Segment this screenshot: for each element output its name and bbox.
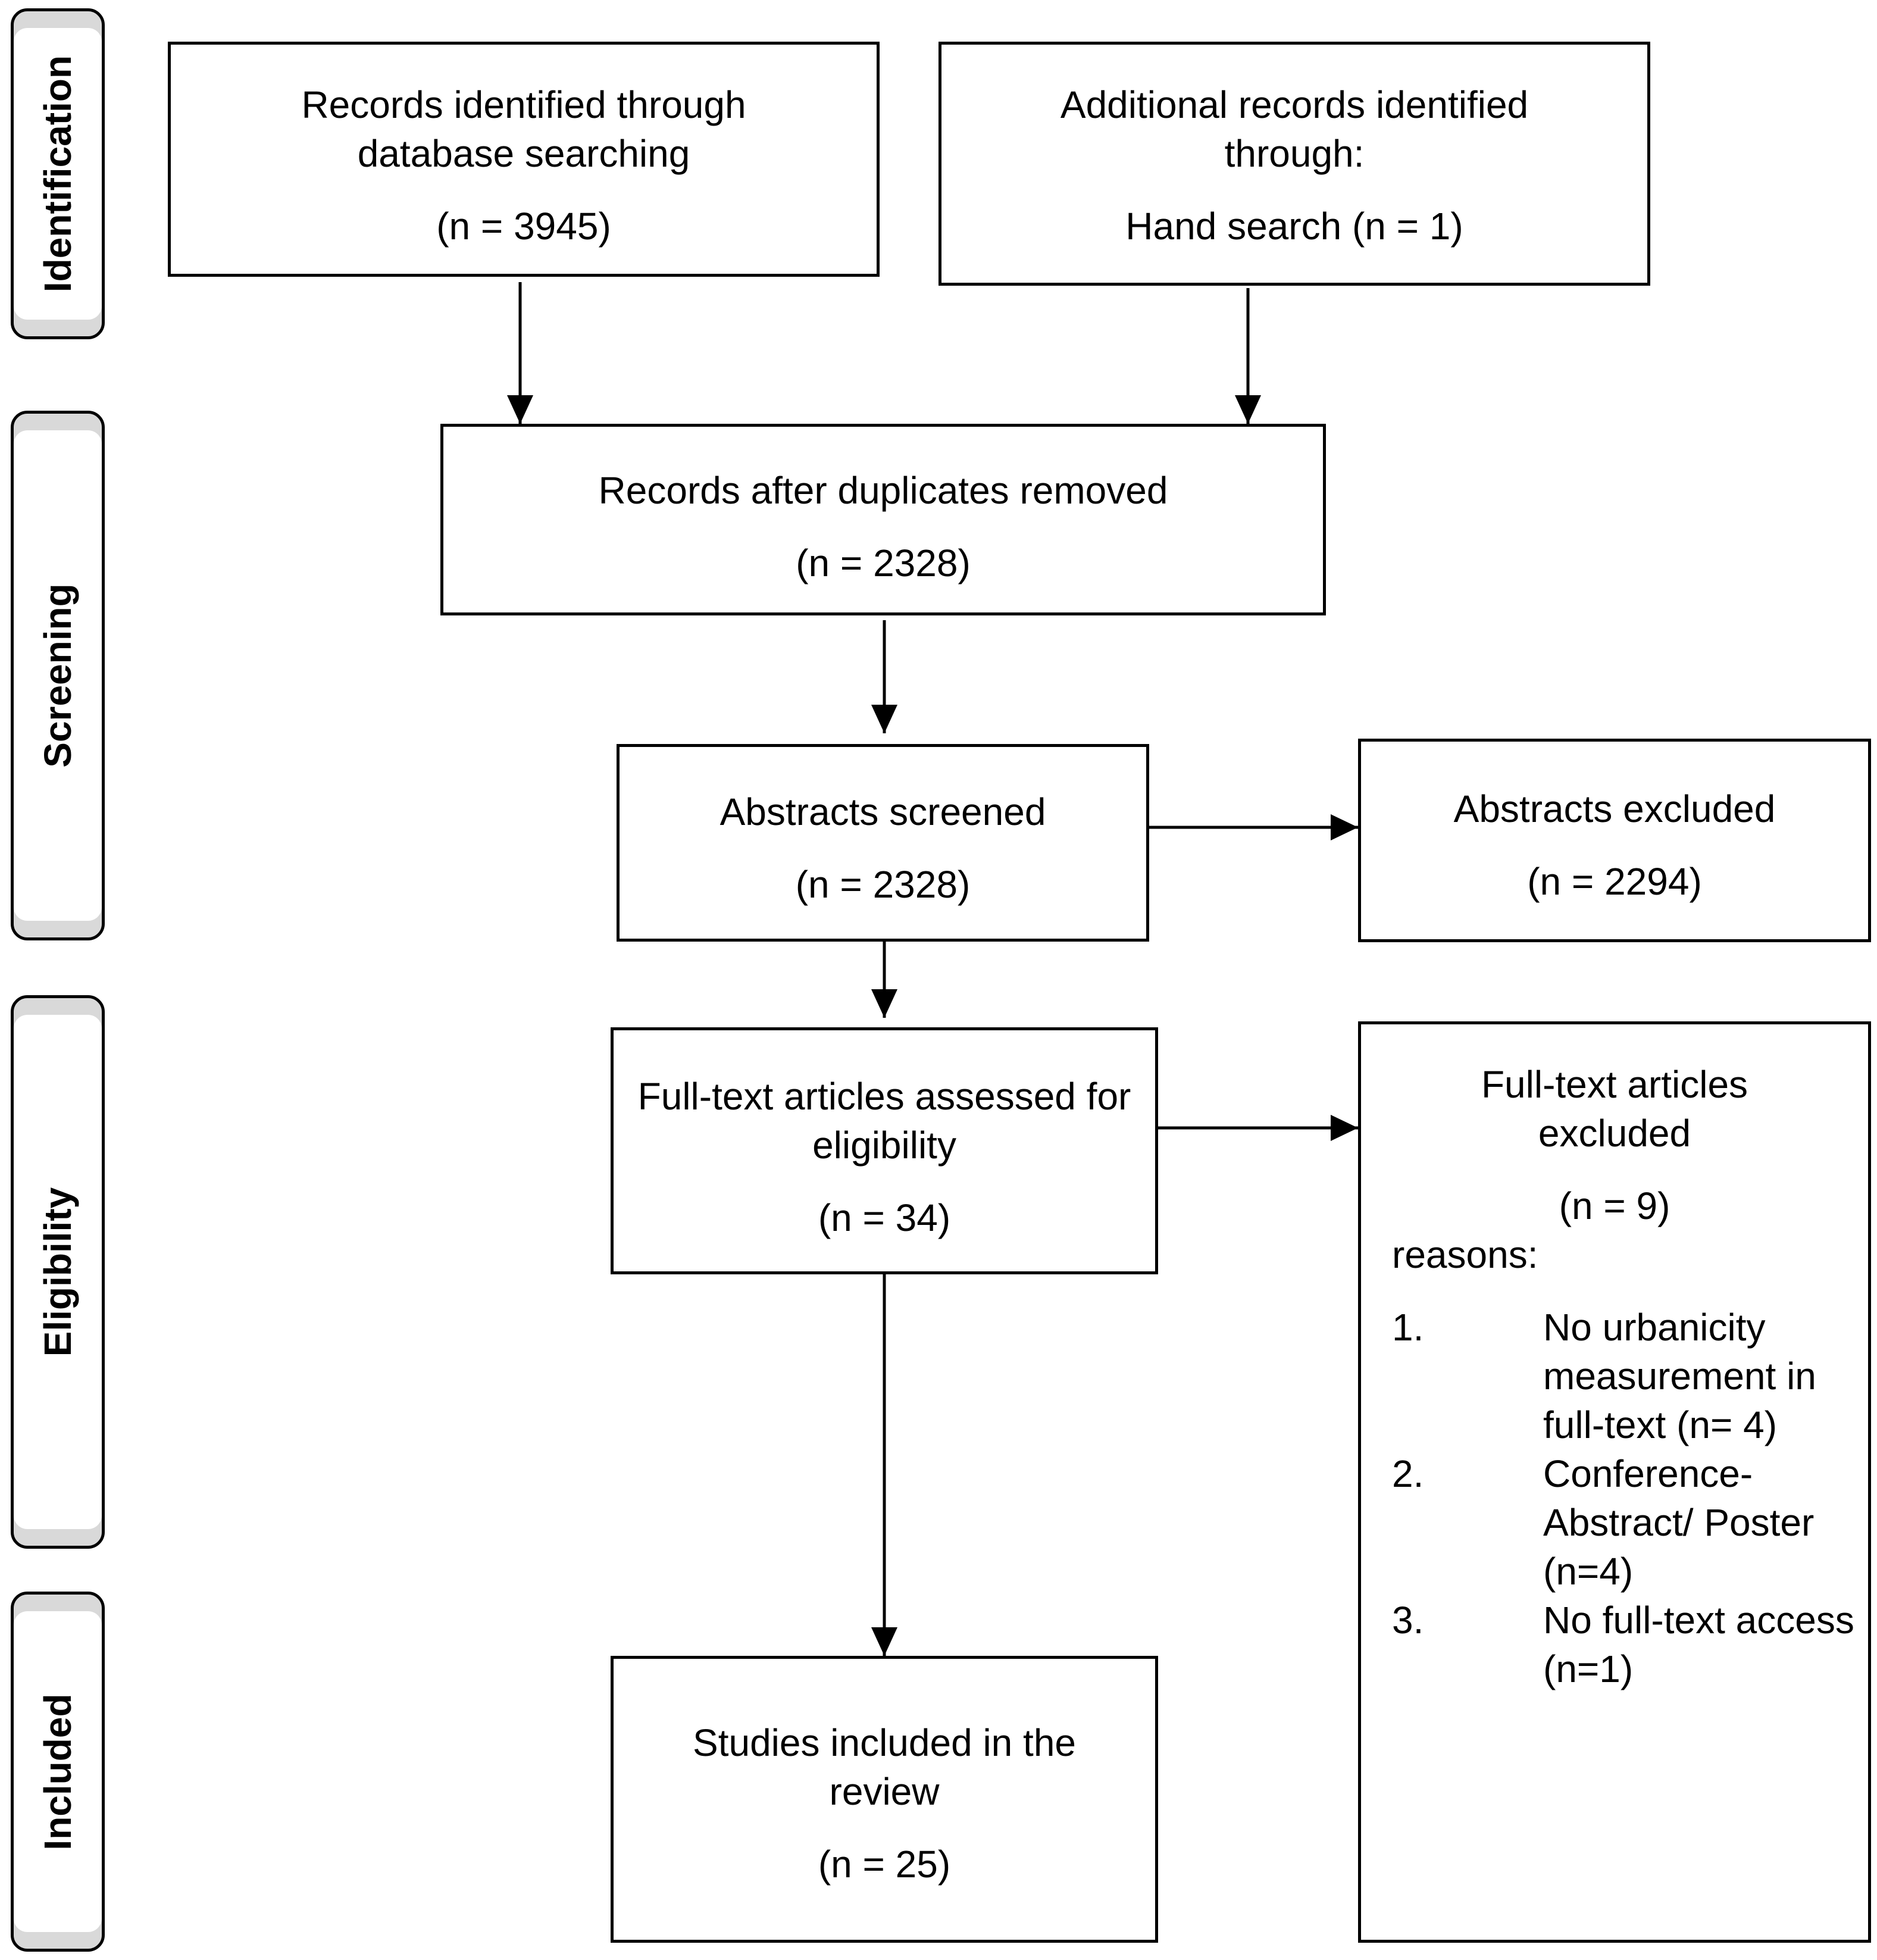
box-duplicates-removed: Records after duplicates removed (n = 23… <box>440 424 1326 615</box>
fulltext-excluded-count: (n = 9) <box>1559 1184 1670 1227</box>
fulltext-excluded-title: Full-text articles excluded <box>1481 1063 1748 1155</box>
fulltext-assessed-count: (n = 34) <box>818 1196 951 1239</box>
additional-records-title: Additional records identified through: <box>1060 83 1529 175</box>
arrowhead-included <box>871 1627 897 1656</box>
reason-text: No full-text access (n=1) <box>1543 1599 1854 1690</box>
reason-text: Conference-Abstract/ Poster (n=4) <box>1543 1452 1815 1593</box>
abstracts-excluded-title: Abstracts excluded <box>1453 787 1776 830</box>
reasons-label: reasons: <box>1392 1233 1538 1276</box>
reason-number: 3. <box>1392 1599 1424 1642</box>
stage-screening: Screening <box>11 411 105 940</box>
arrowhead-fulltext <box>871 989 897 1018</box>
reason-item: 2. Conference-Abstract/ Poster (n=4) <box>1392 1449 1856 1596</box>
duplicates-removed-count: (n = 2328) <box>796 542 971 584</box>
box-database-records: Records identified through database sear… <box>168 42 880 277</box>
reason-number: 1. <box>1392 1306 1424 1349</box>
duplicates-removed-title: Records after duplicates removed <box>598 469 1168 512</box>
abstracts-screened-count: (n = 2328) <box>795 863 971 906</box>
arrowhead-abstracts-excluded <box>1331 814 1358 840</box>
reason-text: No urbanicity measurement in full-text (… <box>1543 1306 1816 1446</box>
database-records-title: Records identified through database sear… <box>301 83 746 175</box>
box-studies-included: Studies included in the review (n = 25) <box>611 1656 1158 1943</box>
abstracts-excluded-count: (n = 2294) <box>1527 860 1702 903</box>
exclusion-reasons: reasons: 1. No urbanicity measurement in… <box>1392 1230 1856 1693</box>
abstracts-screened-title: Abstracts screened <box>719 790 1046 833</box>
arrowhead-fulltext-excluded <box>1331 1115 1358 1141</box>
studies-included-count: (n = 25) <box>818 1843 951 1886</box>
box-abstracts-excluded: Abstracts excluded (n = 2294) <box>1358 739 1871 942</box>
stage-identification: Identification <box>11 8 105 339</box>
stage-eligibility: Eligibility <box>11 995 105 1549</box>
reason-item: 1. No urbanicity measurement in full-tex… <box>1392 1303 1856 1449</box>
database-records-count: (n = 3945) <box>436 205 611 248</box>
stage-included: Included <box>11 1592 105 1952</box>
box-abstracts-screened: Abstracts screened (n = 2328) <box>617 744 1149 942</box>
reason-item: 3. No full-text access (n=1) <box>1392 1596 1856 1693</box>
reason-number: 2. <box>1392 1452 1424 1495</box>
arrowhead-duplicates <box>871 705 897 733</box>
additional-records-count: Hand search (n = 1) <box>1125 205 1463 248</box>
fulltext-assessed-title: Full-text articles assessed for eligibil… <box>637 1075 1131 1167</box>
studies-included-title: Studies included in the review <box>693 1721 1076 1813</box>
box-additional-records: Additional records identified through: H… <box>938 42 1650 286</box>
arrowhead-database <box>507 395 533 424</box>
box-fulltext-assessed: Full-text articles assessed for eligibil… <box>611 1027 1158 1274</box>
arrowhead-additional <box>1235 395 1261 424</box>
box-fulltext-excluded: Full-text articles excluded (n = 9) reas… <box>1358 1021 1871 1943</box>
